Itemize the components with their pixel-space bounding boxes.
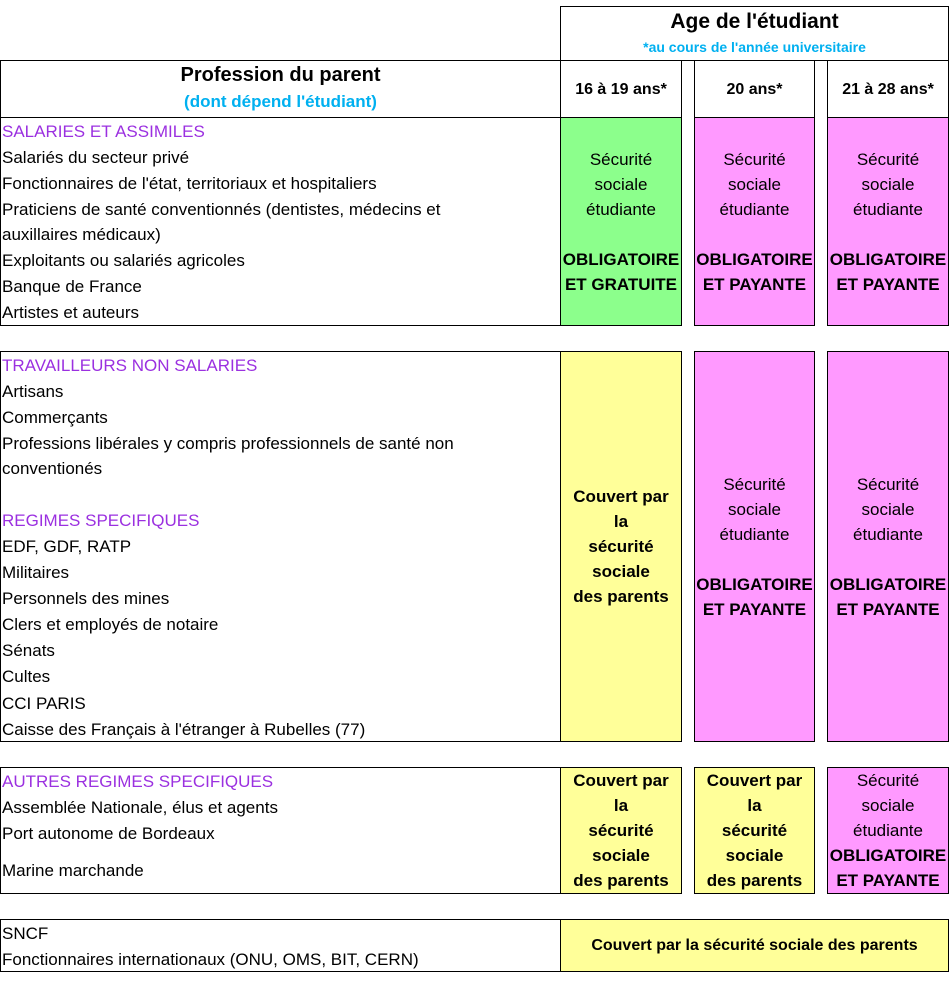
couvert-text: sécurité [588,821,654,840]
profession-item: Commerçants [2,408,108,427]
s1-col3-cell: Sécurité sociale étudiante OBLIGATOIRE E… [827,117,949,326]
profession-item: Militaires [2,563,70,582]
profession-note: (dont dépend l'étudiant) [184,92,377,111]
couvert-text: sécurité [588,537,654,556]
couvert-text: la [747,796,762,815]
profession-item: Salariés du secteur privé [2,148,190,167]
category-autres-regimes: AUTRES REGIMES SPECIFIQUES [2,772,274,791]
couvert-text: sociale [725,846,784,865]
profession-item: auxillaires médicaux) [2,225,161,244]
profession-item: Personnels des mines [2,589,170,608]
category-travailleurs: TRAVAILLEURS NON SALARIES [2,356,258,375]
secu-text: étudiante [853,524,923,544]
profession-item: CCI PARIS [2,694,86,713]
obligatoire-text: OBLIGATOIRE [696,574,813,594]
s3-col2-cell: Couvert par la sécurité sociale des pare… [694,767,815,894]
obligatoire-text: OBLIGATOIRE [696,249,813,269]
secu-text: sociale [728,499,781,519]
profession-title: Profession du parent [180,64,381,86]
profession-item: Cultes [2,667,51,686]
profession-item: Clers et employés de notaire [2,615,219,634]
couvert-text: Couvert par [706,771,803,790]
couvert-text: la [613,512,629,531]
payante-text: ET PAYANTE [702,599,807,619]
category-salaries: SALARIES ET ASSIMILES [2,122,205,141]
s1-col1-cell: Sécurité sociale étudiante OBLIGATOIRE E… [560,117,682,326]
profession-item: Praticiens de santé conventionnés (denti… [2,200,441,219]
column-header-20: 20 ans* [694,60,815,118]
obligatoire-text: OBLIGATOIRE [829,846,947,865]
profession-item: Professions libérales y compris professi… [2,434,454,453]
s4-coverage-cell: Couvert par la sécurité sociale des pare… [560,919,949,972]
profession-item: EDF, GDF, RATP [2,537,132,556]
secu-text: Sécurité [856,771,920,790]
payante-text: ET PAYANTE [702,274,807,294]
payante-text: ET PAYANTE [836,274,940,294]
secu-text: étudiante [853,821,923,840]
gratuite-text: ET GRATUITE [564,274,678,294]
payante-text: ET PAYANTE [836,871,940,890]
couvert-text: sécurité [721,821,788,840]
profession-item: Artistes et auteurs [2,303,140,322]
secu-text: sociale [861,174,915,194]
profession-item: conventionés [2,459,103,478]
s2-col1-cell: Couvert par la sécurité sociale des pare… [560,351,682,742]
s3-col3-cell: Sécurité sociale étudiante OBLIGATOIRE E… [827,767,949,894]
secu-text: Sécurité [723,474,786,494]
category-regimes: REGIMES SPECIFIQUES [2,511,200,530]
secu-text: Sécurité [856,149,920,169]
profession-item: Exploitants ou salariés agricoles [2,251,245,270]
obligatoire-text: OBLIGATOIRE [829,249,947,269]
secu-text: Sécurité [723,149,786,169]
profession-item: Port autonome de Bordeaux [2,824,215,843]
couvert-text: des parents [706,871,803,890]
s2-col2-cell: Sécurité sociale étudiante OBLIGATOIRE E… [694,351,815,742]
couvert-text: sociale [592,846,650,865]
column-header-16-19: 16 à 19 ans* [560,60,682,118]
profession-item: Marine marchande [2,861,144,880]
age-note: *au cours de l'année universitaire [643,39,866,55]
profession-item: Assemblée Nationale, élus et agents [2,798,278,817]
secu-text: sociale [861,796,915,815]
secu-text: étudiante [719,524,790,544]
age-title: Age de l'étudiant [670,10,839,33]
profession-item: Fonctionnaires internationaux (ONU, OMS,… [2,950,419,969]
s2-col3-cell: Sécurité sociale étudiante OBLIGATOIRE E… [827,351,949,742]
couvert-text: la [613,796,629,815]
couvert-text: Couvert par [573,487,669,506]
payante-text: ET PAYANTE [836,599,940,619]
obligatoire-text: OBLIGATOIRE [829,574,947,594]
secu-text: sociale [594,174,648,194]
s3-col1-cell: Couvert par la sécurité sociale des pare… [560,767,682,894]
obligatoire-text: OBLIGATOIRE [562,249,680,269]
secu-text: étudiante [586,199,656,219]
profession-item: Banque de France [2,277,142,296]
s1-col2-cell: Sécurité sociale étudiante OBLIGATOIRE E… [694,117,815,326]
secu-text: Sécurité [589,149,653,169]
couvert-text: Couvert par [573,771,669,790]
secu-text: étudiante [719,199,790,219]
profession-item: Caisse des Français à l'étranger à Rubel… [2,720,366,739]
profession-item: Artisans [2,382,64,401]
column-header-21-28: 21 à 28 ans* [827,60,949,118]
couvert-text: des parents [573,587,669,606]
profession-item: Sénats [2,641,55,660]
couvert-text: des parents [573,871,669,890]
secu-text: sociale [728,174,781,194]
secu-text: Sécurité [856,474,920,494]
couvert-text: sociale [592,562,650,581]
profession-item: Fonctionnaires de l'état, territoriaux e… [2,174,377,193]
secu-text: étudiante [853,199,923,219]
profession-item: SNCF [2,924,49,943]
secu-text: sociale [861,499,915,519]
